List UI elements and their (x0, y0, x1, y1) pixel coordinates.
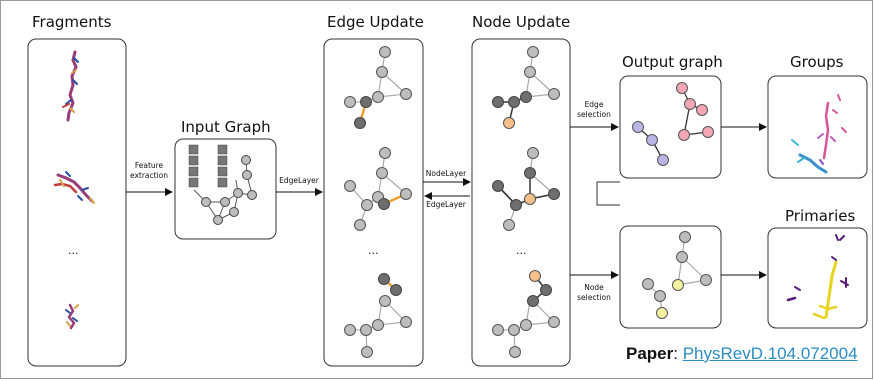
feature-vector-1 (188, 144, 199, 188)
output-node-graph-panel (619, 225, 722, 329)
input-graph-panel (174, 138, 277, 240)
paper-link[interactable]: PhysRevD.104.072004 (682, 344, 858, 363)
title-fragments: Fragments (32, 13, 112, 31)
primaries-image (786, 234, 849, 320)
label-edgelayer: EdgeLayer (279, 176, 320, 185)
groups-image (791, 94, 847, 174)
paper-label: Paper (626, 344, 674, 363)
fragment-2-image (53, 171, 95, 204)
label-extraction: extraction (130, 171, 168, 180)
label-edgelayer-back: EdgeLayer (426, 200, 467, 209)
label-feature: Feature (135, 161, 164, 170)
output-graph-panel (619, 75, 722, 179)
label-nodelayer: NodeLayer (426, 169, 467, 178)
primaries-panel (767, 227, 868, 329)
fragments-panel: ... (27, 38, 127, 367)
title-edge-update: Edge Update (327, 13, 424, 31)
label-node: Node (584, 283, 604, 292)
title-groups: Groups (790, 53, 844, 71)
label-edge-selection: selection (577, 110, 611, 119)
paper-reference: Paper: PhysRevD.104.072004 (626, 344, 858, 364)
title-input-graph: Input Graph (181, 118, 271, 136)
paper-separator: : (673, 344, 683, 363)
output-connector (596, 181, 620, 206)
edge-update-ellipsis: ... (368, 244, 379, 257)
feature-vector-2 (217, 144, 228, 188)
fragments-ellipsis: ... (68, 244, 79, 257)
groups-panel (767, 75, 868, 179)
label-edge: Edge (585, 100, 604, 109)
title-node-update: Node Update (472, 13, 570, 31)
title-primaries: Primaries (785, 207, 855, 225)
title-output-graph: Output graph (622, 53, 723, 71)
edge-update-panel: ... (323, 38, 424, 367)
label-node-selection: selection (577, 293, 611, 302)
fragment-3-image (65, 303, 79, 330)
node-update-ellipsis: ... (516, 244, 527, 257)
node-update-panel: ... (471, 38, 571, 367)
fragment-1-image (62, 50, 79, 122)
